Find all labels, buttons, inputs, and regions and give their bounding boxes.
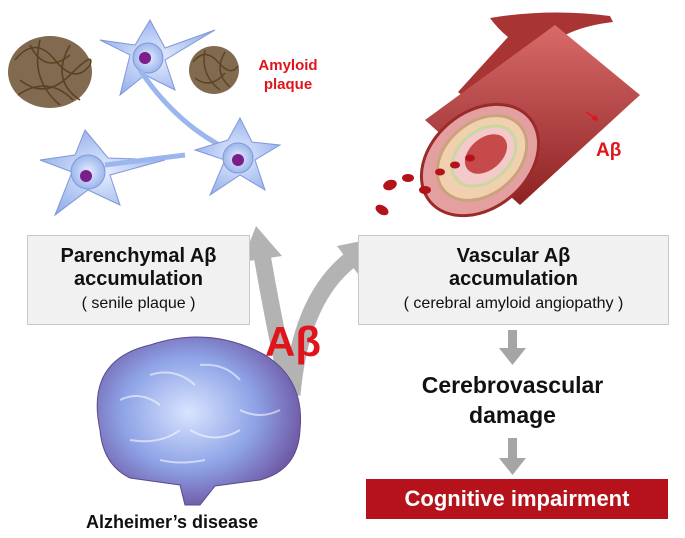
vessel-abeta-label: Aβ: [596, 140, 622, 161]
vascular-subtitle: ( cerebral amyloid angiopathy ): [403, 295, 624, 312]
parenchymal-title-line1: Parenchymal Aβ: [60, 245, 217, 267]
blood-vessel-icon: [419, 12, 640, 218]
red-blood-cell-icon: [375, 154, 475, 216]
amyloid-plaque-label: Amyloid plaque: [248, 56, 328, 94]
cerebrovascular-line2: damage: [469, 402, 556, 428]
amyloid-plaque-icon: [8, 36, 92, 108]
central-abeta-label: Aβ: [265, 318, 321, 365]
cerebrovascular-damage-label: Cerebrovascular damage: [390, 370, 635, 430]
alzheimers-label: Alzheimer’s disease: [86, 512, 259, 532]
amyloid-plaque-icon: [189, 46, 239, 94]
vascular-title-line2: accumulation: [449, 268, 578, 290]
neuron-icon: [193, 116, 282, 197]
parenchymal-subtitle: ( senile plaque ): [81, 295, 196, 312]
brain-icon: [96, 336, 302, 506]
parenchymal-box: Parenchymal Aβ accumulation ( senile pla…: [27, 235, 250, 325]
cerebrovascular-line1: Cerebrovascular: [421, 372, 604, 398]
neuron-icon: [39, 129, 186, 217]
arrow-down-2: [499, 438, 526, 475]
amyloid-plaque-label-line1: Amyloid: [258, 57, 318, 74]
vascular-title-line1: Vascular Aβ: [456, 245, 571, 267]
arrow-down-1: [499, 330, 526, 365]
vascular-box: Vascular Aβ accumulation ( cerebral amyl…: [358, 235, 669, 325]
cognitive-impairment-box: Cognitive impairment: [366, 479, 668, 519]
amyloid-plaque-label-line2: plaque: [263, 76, 313, 93]
parenchymal-title-line2: accumulation: [74, 268, 203, 290]
